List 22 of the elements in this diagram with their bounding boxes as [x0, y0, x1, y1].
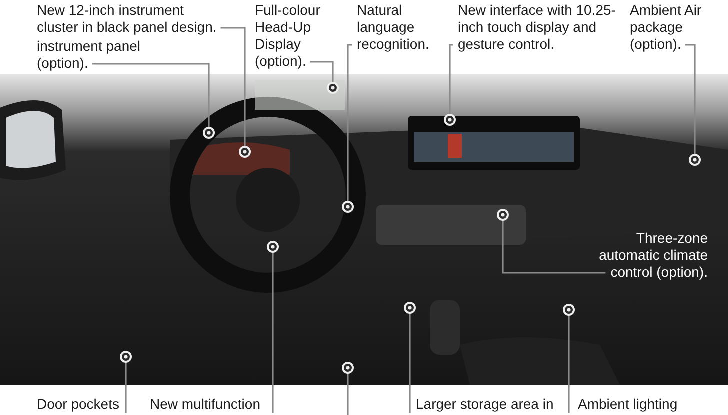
callout-text: Ambient Air package (option).: [630, 2, 710, 53]
leader-line: [497, 209, 606, 274]
callout-text: Full-colour Head-Up Display (option).: [255, 2, 335, 70]
callout-text: New multifunction: [150, 396, 260, 413]
callout-text: New interface with 10.25-inch touch display and gesture control.: [458, 2, 623, 53]
leader-line: [120, 351, 132, 413]
leader-line: [220, 27, 251, 158]
leader-line: [342, 44, 354, 213]
callout-text: Natural language recognition.: [357, 2, 445, 53]
callout-text: Three-zone automatic climate control (option).: [592, 230, 708, 281]
leader-line: [310, 61, 339, 94]
callout-text: Door pockets: [37, 396, 120, 413]
leader-line: [685, 44, 701, 166]
callout-text: Larger storage area in: [416, 396, 554, 413]
leader-line: [92, 63, 215, 139]
callout-text: New 12-inch instrument cluster in black panel design.: [37, 2, 225, 36]
leader-line: [563, 304, 575, 413]
leader-line: [444, 44, 456, 126]
callout-text: Ambient lighting: [578, 396, 678, 413]
leader-line: [404, 302, 416, 413]
leader-line: [267, 241, 279, 413]
callout-text: instrument panel (option).: [37, 38, 142, 72]
